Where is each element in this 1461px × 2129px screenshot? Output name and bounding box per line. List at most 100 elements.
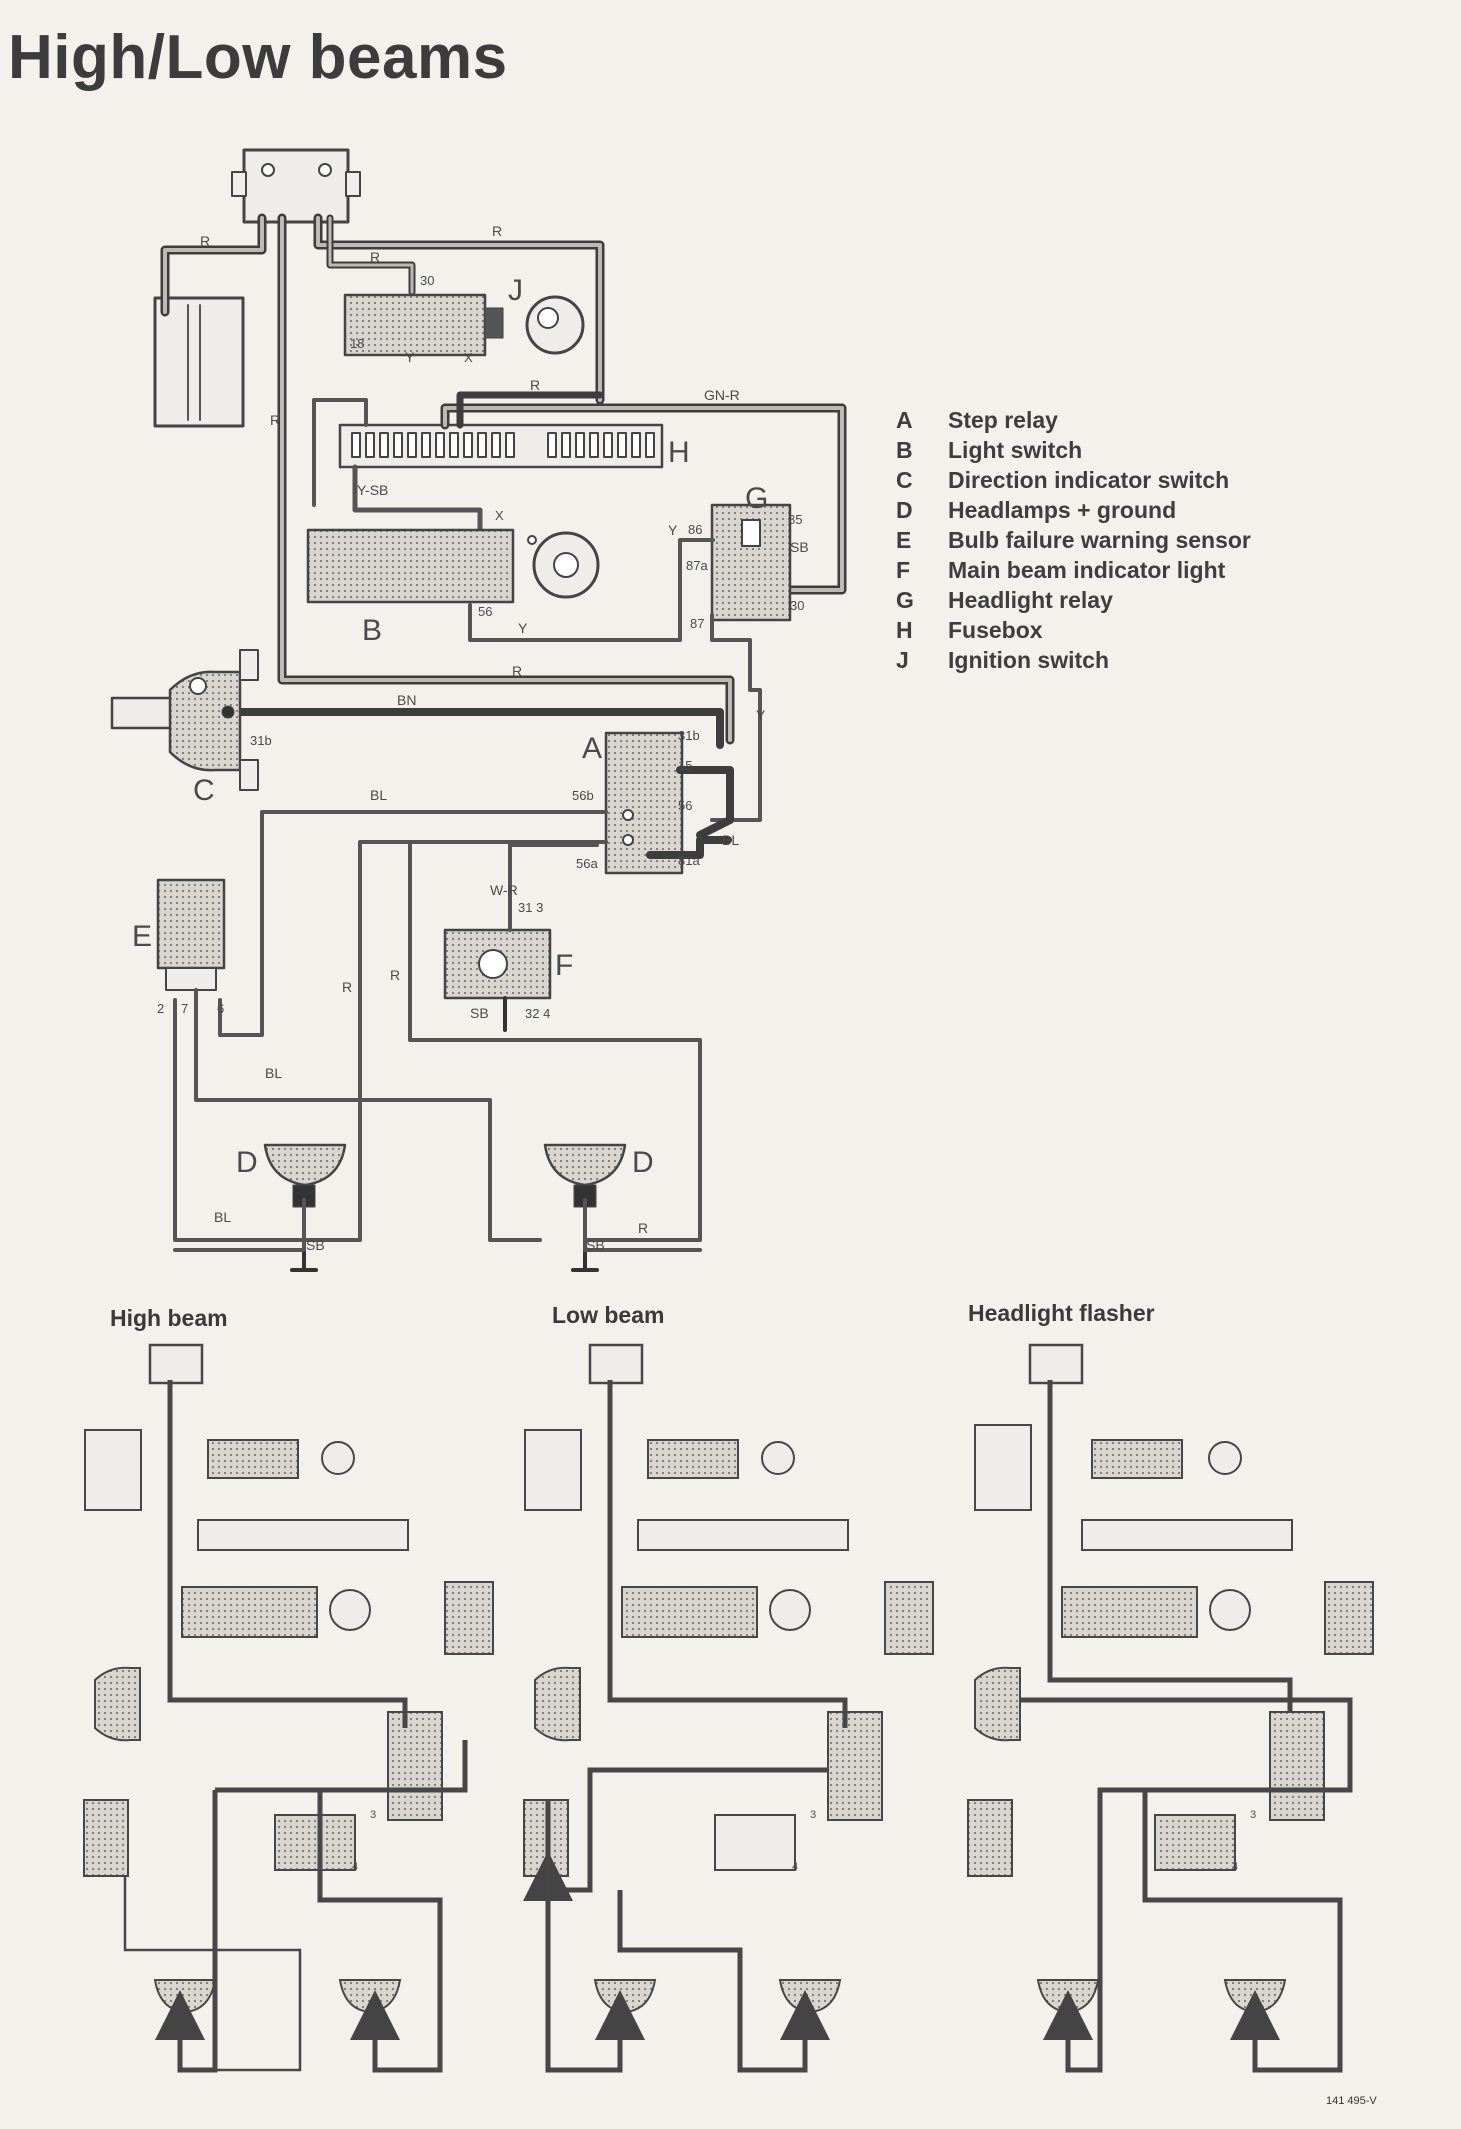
top-connector — [231, 148, 361, 224]
panel-terminal-labels: 3 4 3 4 3 4 — [352, 1809, 1256, 1873]
wire-label-y: Y — [518, 620, 528, 636]
legend-key: F — [896, 556, 911, 583]
terminal-labels: 30 18 X X 56 85 86 87a 87 30 31b 15 56 8… — [157, 273, 804, 1021]
component-letter-h: H — [668, 436, 690, 469]
wire-label-bl: BL — [370, 787, 387, 803]
wire-label-y: Y — [405, 349, 415, 365]
component-letter-g: G — [745, 482, 768, 515]
legend-key: C — [896, 466, 913, 493]
wire-label-bl: BL — [722, 832, 739, 848]
terminal-18: 18 — [350, 336, 364, 351]
wire-label-r: R — [200, 233, 210, 249]
wire-label-r: R — [492, 223, 502, 239]
wire-label-bl: BL — [265, 1065, 282, 1081]
page-title: High/Low beams — [8, 23, 508, 92]
legend-label: Ignition switch — [948, 646, 1109, 673]
legend-label: Direction indicator switch — [948, 466, 1230, 493]
headlamp-left — [263, 1143, 347, 1272]
component-letter-a: A — [582, 732, 602, 765]
terminal-56: 56 — [678, 798, 692, 813]
headlight-relay — [710, 503, 792, 622]
terminal-31-3: 31 3 — [518, 900, 543, 915]
terminal-31b: 31b — [678, 728, 700, 743]
wire-label-r: R — [270, 412, 280, 428]
terminal-15: 15 — [678, 758, 692, 773]
wire-label-r: R — [342, 979, 352, 995]
wire-label-gn-r: GN-R — [704, 387, 740, 403]
fusebox — [338, 423, 664, 469]
legend-key: G — [896, 586, 914, 613]
terminal-6: 6 — [217, 1001, 224, 1016]
terminal-87: 87 — [690, 616, 704, 631]
main-diagram — [110, 148, 847, 1272]
legend-label: Headlight relay — [948, 586, 1113, 613]
terminal-31b: 31b — [250, 733, 272, 748]
component-letter-b: B — [362, 614, 382, 647]
legend-key: J — [896, 646, 909, 673]
terminal-30: 30 — [420, 273, 434, 288]
headlamp-right — [543, 1143, 627, 1272]
component-letter-e: E — [132, 920, 152, 953]
main-beam-indicator — [443, 928, 552, 1000]
figure-code: 141 495-V — [1326, 2095, 1377, 2107]
legend-item: H Fusebox — [896, 615, 1251, 645]
bulb-failure-sensor — [156, 878, 226, 991]
legend-label: Bulb failure warning sensor — [948, 526, 1251, 553]
wire-labels: R R R R R R R R R Y Y Y Y GN-R Y-SB BN B… — [200, 223, 809, 1253]
legend-label: Step relay — [948, 406, 1058, 433]
terminal-3: 3 — [810, 1809, 816, 1821]
wire-label-r: R — [530, 377, 540, 393]
panel-title-high-beam: High beam — [110, 1305, 228, 1331]
legend-key: B — [896, 436, 913, 463]
terminal-56b: 56b — [572, 788, 594, 803]
legend-item: E Bulb failure warning sensor — [896, 525, 1251, 555]
terminal-56a: 56a — [576, 856, 598, 871]
wire-label-r: R — [390, 967, 400, 983]
terminal-x: X — [464, 350, 473, 365]
terminal-4: 4 — [352, 1861, 358, 1873]
wire-label-r: R — [638, 1220, 648, 1236]
terminal-4: 4 — [1232, 1861, 1238, 1873]
legend-label: Fusebox — [948, 616, 1043, 643]
terminal-3: 3 — [1250, 1809, 1256, 1821]
direction-indicator-switch — [110, 649, 259, 791]
terminal-87a: 87a — [686, 558, 708, 573]
wire-label-sb: SB — [790, 539, 809, 555]
legend-label: Headlamps + ground — [948, 496, 1177, 523]
terminal-85: 85 — [788, 512, 802, 527]
legend-item: C Direction indicator switch — [896, 465, 1251, 495]
terminal-30: 30 — [790, 598, 804, 613]
legend-item: F Main beam indicator light — [896, 555, 1251, 585]
legend-item: D Headlamps + ground — [896, 495, 1251, 525]
component-letter-d-right: D — [632, 1146, 654, 1179]
component-letter-j: J — [508, 274, 523, 307]
component-letter-c: C — [193, 774, 215, 807]
terminal-2: 2 — [157, 1001, 164, 1016]
wire-label-bl: BL — [214, 1209, 231, 1225]
panel-title-low-beam: Low beam — [552, 1302, 665, 1328]
legend-key: D — [896, 496, 913, 523]
legend-key: E — [896, 526, 912, 553]
battery — [153, 296, 245, 428]
terminal-4: 4 — [792, 1861, 798, 1873]
wire-label-r: R — [370, 249, 380, 265]
legend-item: G Headlight relay — [896, 585, 1251, 615]
panel-low-beam — [523, 1343, 934, 2073]
wire-label-y: Y — [756, 707, 766, 723]
panel-high-beam — [83, 1343, 494, 2073]
component-letters: A B C D D E F G H J — [132, 274, 768, 1179]
legend-key: H — [896, 616, 913, 643]
panel-headlight-flasher — [967, 1343, 1374, 2073]
wire-label-y-sb: Y-SB — [357, 482, 388, 498]
terminal-81a: 81a — [678, 853, 700, 868]
terminal-7: 7 — [181, 1001, 188, 1016]
wire-label-sb: SB — [306, 1237, 325, 1253]
terminal-32-4: 32 4 — [525, 1006, 550, 1021]
wire-label-y: Y — [668, 522, 678, 538]
legend-label: Main beam indicator light — [948, 556, 1226, 583]
ignition-switch — [343, 293, 585, 357]
legend-label: Light switch — [948, 436, 1083, 463]
wire-label-r: R — [512, 663, 522, 679]
